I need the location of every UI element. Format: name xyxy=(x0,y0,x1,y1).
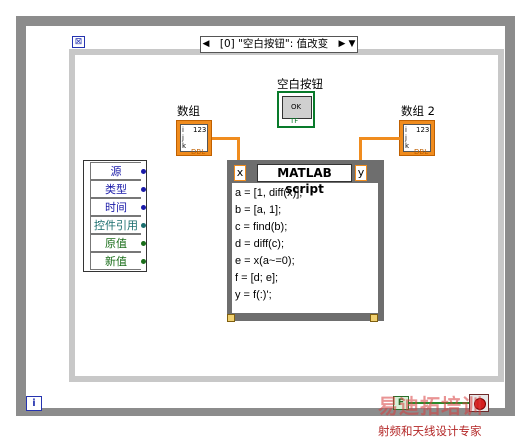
event-node-item-label: 控件引用 xyxy=(94,219,138,232)
button-label: 空白按钮 xyxy=(277,77,323,91)
event-node-item[interactable]: 时间 xyxy=(90,198,146,216)
event-node-item[interactable]: 源 xyxy=(90,162,146,180)
event-node-item-label: 时间 xyxy=(105,201,127,214)
wire[interactable] xyxy=(359,137,362,166)
event-node-item[interactable]: 原值 xyxy=(90,234,146,252)
iteration-terminal-icon[interactable]: i xyxy=(26,396,42,411)
case-dropdown-icon[interactable]: ▼ xyxy=(348,39,356,49)
terminal-icon xyxy=(141,241,146,246)
matlab-script-title: MATLAB script xyxy=(257,164,352,196)
script-line[interactable]: c = find(b); xyxy=(235,221,288,233)
matlab-script-body[interactable] xyxy=(232,183,378,313)
stop-condition-terminal[interactable] xyxy=(469,394,489,412)
terminal-icon xyxy=(141,223,146,228)
error-terminal-icon xyxy=(227,314,235,322)
wire[interactable] xyxy=(237,137,240,166)
false-constant[interactable]: F xyxy=(393,396,409,410)
script-line[interactable]: e = x(a~=0); xyxy=(235,255,295,267)
stop-icon xyxy=(474,398,486,410)
event-timeout-icon[interactable]: ⊠ xyxy=(72,36,85,48)
terminal-icon xyxy=(141,205,146,210)
event-case-selector[interactable]: ◀ [0] "空白按钮": 值改变 ▶ ▼ xyxy=(200,36,358,53)
event-node-item-label: 源 xyxy=(110,165,122,178)
terminal-icon xyxy=(141,187,146,192)
event-node-item-label: 类型 xyxy=(105,183,127,196)
prev-case-arrow-icon[interactable]: ◀ xyxy=(202,39,210,49)
event-node-item-label: 新值 xyxy=(105,255,127,268)
event-node-item[interactable]: 控件引用 xyxy=(90,216,146,234)
watermark-logo: 易迪拓培训 xyxy=(378,394,483,418)
terminal-icon xyxy=(141,169,146,174)
event-case-label: [0] "空白按钮": 值改变 xyxy=(219,38,329,50)
array-output-label: 数组 2 xyxy=(401,104,435,118)
matlab-output-terminal[interactable]: y xyxy=(355,165,367,181)
wire[interactable] xyxy=(212,137,239,140)
event-data-node[interactable]: 源 类型 时间 控件引用 原值 新值 xyxy=(83,160,147,272)
event-node-item[interactable]: 类型 xyxy=(90,180,146,198)
script-line[interactable]: a = [1, diff(x)]; xyxy=(235,187,303,199)
array-output-terminal[interactable]: i j k 123 DBL xyxy=(399,120,435,156)
terminal-icon xyxy=(141,259,146,264)
wire[interactable] xyxy=(360,137,400,140)
script-line[interactable]: d = diff(c); xyxy=(235,238,285,250)
array-input-label: 数组 xyxy=(177,104,200,118)
error-terminal-icon xyxy=(370,314,378,322)
boolean-button-terminal[interactable]: OK TF xyxy=(277,91,315,128)
event-node-item-label: 原值 xyxy=(105,237,127,250)
watermark-subtitle: 射频和天线设计专家 xyxy=(378,424,482,438)
array-icon: i j k 123 DBL xyxy=(180,124,208,156)
script-line[interactable]: y = f(:)'; xyxy=(235,289,272,301)
array-input-terminal[interactable]: i j k 123 DBL xyxy=(176,120,212,156)
array-icon: i j k 123 DBL xyxy=(403,124,431,156)
next-case-arrow-icon[interactable]: ▶ xyxy=(338,39,346,49)
event-node-item[interactable]: 新值 xyxy=(90,252,146,270)
script-line[interactable]: b = [a, 1]; xyxy=(235,204,282,216)
matlab-input-terminal[interactable]: x xyxy=(234,165,246,181)
ok-button-icon: OK xyxy=(282,96,312,119)
script-line[interactable]: f = [d; e]; xyxy=(235,272,279,284)
wire[interactable] xyxy=(409,402,469,404)
